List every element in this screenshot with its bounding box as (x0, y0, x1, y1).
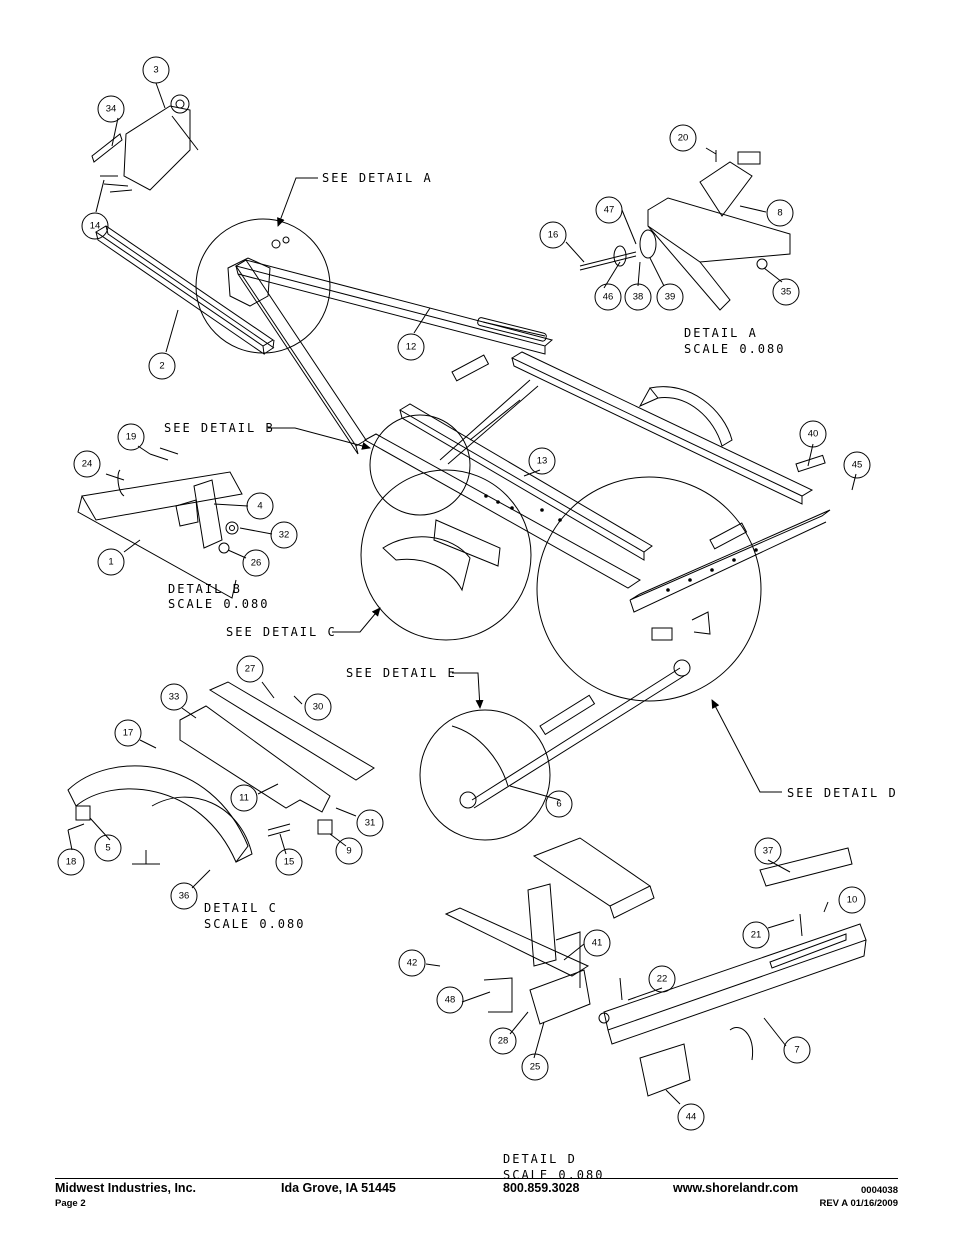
detail-c-drawing (67, 681, 375, 865)
part-9: 9 (346, 846, 351, 857)
part-34: 34 (106, 104, 117, 115)
detail-a-drawing (579, 150, 791, 311)
part-24: 24 (82, 459, 93, 470)
part-1: 1 (108, 557, 113, 568)
part-32: 32 (279, 530, 290, 541)
part-35: 35 (781, 287, 792, 298)
footer-doc-number: 0004038 (861, 1185, 898, 1196)
see-detail-c-label: SEE DETAIL C (226, 625, 337, 639)
part-8: 8 (777, 208, 782, 219)
detail-d-scale: SCALE 0.080 (503, 1168, 604, 1182)
part-30: 30 (313, 702, 324, 713)
part-40: 40 (808, 429, 819, 440)
footer-location: Ida Grove, IA 51445 (281, 1181, 396, 1195)
detail-c-scale: SCALE 0.080 (204, 917, 305, 931)
part-25: 25 (530, 1062, 541, 1073)
part-28: 28 (498, 1036, 509, 1047)
part-42: 42 (407, 958, 418, 969)
part-47: 47 (604, 205, 615, 216)
detail-e-circle (419, 709, 551, 841)
detail-d-drawing (444, 837, 867, 1097)
footer-website[interactable]: www.shorelandr.com (673, 1181, 799, 1195)
part-11: 11 (239, 793, 249, 804)
part-4: 4 (257, 501, 262, 512)
part-10: 10 (847, 895, 858, 906)
detail-d-circle (536, 476, 762, 702)
part-26: 26 (251, 558, 262, 569)
part-19: 19 (126, 432, 137, 443)
part-39: 39 (665, 292, 676, 303)
see-detail-b-label: SEE DETAIL B (164, 421, 275, 435)
part-46: 46 (603, 292, 614, 303)
detail-b-scale: SCALE 0.080 (168, 597, 269, 611)
footer-page: Page 2 (55, 1198, 86, 1209)
see-detail-e-label: SEE DETAIL E (346, 666, 457, 680)
part-20: 20 (678, 133, 689, 144)
footer-phone: 800.859.3028 (503, 1181, 580, 1195)
part-number-labels: 3 34 14 2 12 20 8 47 16 46 38 39 35 13 4… (66, 65, 863, 1123)
part-37: 37 (763, 846, 774, 857)
part-3: 3 (153, 65, 158, 76)
part-38: 38 (633, 292, 644, 303)
part-6: 6 (556, 799, 561, 810)
part-2: 2 (159, 361, 164, 372)
part-36: 36 (179, 891, 190, 902)
part-31: 31 (365, 818, 376, 829)
part-48: 48 (445, 995, 456, 1006)
part-27: 27 (245, 664, 256, 675)
winch-drawing (91, 94, 199, 193)
part-44: 44 (686, 1112, 697, 1123)
detail-a-scale: SCALE 0.080 (684, 342, 785, 356)
axle-drawing (471, 667, 685, 809)
part-16: 16 (548, 230, 559, 241)
detail-a-circle (195, 218, 331, 354)
detail-c-circle (360, 469, 532, 641)
detail-c-title: DETAIL C (204, 901, 278, 915)
part-22: 22 (657, 974, 668, 985)
part-5: 5 (105, 843, 110, 854)
detail-b-title: DETAIL B (168, 582, 242, 596)
see-detail-a-label: SEE DETAIL A (322, 171, 433, 185)
main-frame-drawing (95, 225, 831, 641)
detail-a-title: DETAIL A (684, 326, 758, 340)
footer-divider (55, 1178, 898, 1179)
part-41: 41 (592, 938, 603, 949)
detail-b-drawing (77, 447, 243, 599)
part-7: 7 (794, 1045, 799, 1056)
detail-b-circle (369, 414, 471, 516)
part-15: 15 (284, 857, 295, 868)
footer-company: Midwest Industries, Inc. (55, 1181, 196, 1195)
part-21: 21 (751, 930, 762, 941)
part-33: 33 (169, 692, 180, 703)
detail-d-title: DETAIL D (503, 1152, 577, 1166)
part-17: 17 (123, 728, 134, 739)
part-45: 45 (852, 460, 863, 471)
footer-revision: REV A 01/16/2009 (819, 1198, 898, 1209)
part-13: 13 (537, 456, 548, 467)
part-14: 14 (90, 221, 101, 232)
part-12: 12 (406, 342, 417, 353)
part-18: 18 (66, 857, 77, 868)
see-detail-d-label: SEE DETAIL D (787, 786, 898, 800)
